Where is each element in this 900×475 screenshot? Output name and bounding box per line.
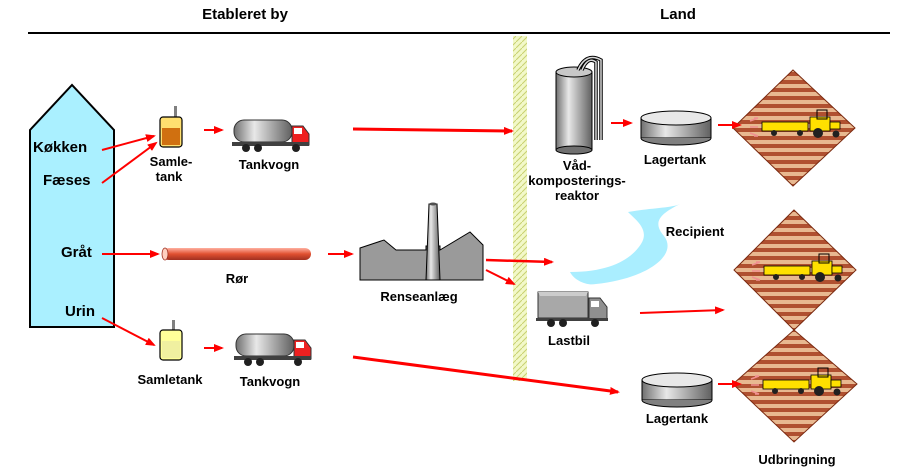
label-udbringning: Udbringning	[758, 452, 836, 467]
arrow-lastbil-to-field	[639, 306, 725, 315]
lagertank-top-icon	[640, 110, 712, 146]
source-faeses: Fæses	[43, 172, 91, 189]
source-koekken: Køkken	[33, 139, 88, 156]
source-urin: Urin	[65, 303, 95, 320]
field-bottom-icon	[732, 329, 858, 443]
label-lagertank-bottom: Lagertank	[645, 411, 709, 426]
divider	[513, 36, 527, 381]
label-reaktor-line1: Våd-	[562, 158, 592, 173]
label-samletank-top-line2: tank	[155, 169, 183, 184]
field-middle-icon	[733, 209, 857, 331]
label-recipient: Recipient	[665, 224, 725, 239]
label-lastbil: Lastbil	[548, 333, 590, 348]
field-top-icon	[732, 69, 856, 187]
house-shape	[29, 83, 115, 328]
source-graat: Gråt	[61, 244, 92, 261]
flow-arrows	[101, 119, 742, 395]
label-tankvogn-bottom: Tankvogn	[239, 374, 301, 389]
label-samletank-top-line1: Samle-	[149, 154, 193, 169]
reaktor-icon	[555, 55, 603, 155]
arrow-plant-to-lastbil	[485, 269, 516, 285]
ror-pipe-icon	[161, 247, 311, 261]
label-samletank-bottom: Samletank	[137, 372, 203, 387]
samletank-bottom-icon	[159, 320, 183, 361]
lastbil-icon	[536, 291, 608, 327]
arrow-truck-to-lagertank	[352, 355, 620, 395]
arrow-faeses	[101, 141, 158, 184]
arrow-urin	[101, 317, 156, 346]
arrow-plant-to-recipient	[485, 257, 554, 266]
label-tankvogn-top: Tankvogn	[238, 157, 300, 172]
label-ror: Rør	[225, 271, 249, 286]
label-renseanlaeg: Renseanlæg	[380, 289, 458, 304]
header-left: Etableret by	[202, 6, 288, 23]
arrow-koekken	[101, 134, 156, 151]
lagertank-bottom-icon	[641, 372, 713, 408]
samle-tank-top-icon	[159, 106, 183, 148]
arrow-truck-to-reactor	[352, 126, 514, 135]
recipient-river-icon	[570, 204, 680, 285]
renseanlaeg-icon	[359, 202, 484, 281]
label-reaktor-line2: komposterings-	[528, 173, 626, 188]
header-right: Land	[660, 6, 696, 23]
tankvogn-bottom-icon	[234, 333, 312, 366]
tankvogn-top-icon	[232, 119, 310, 152]
label-lagertank-top: Lagertank	[643, 152, 707, 167]
label-reaktor-line3: reaktor	[554, 188, 600, 203]
